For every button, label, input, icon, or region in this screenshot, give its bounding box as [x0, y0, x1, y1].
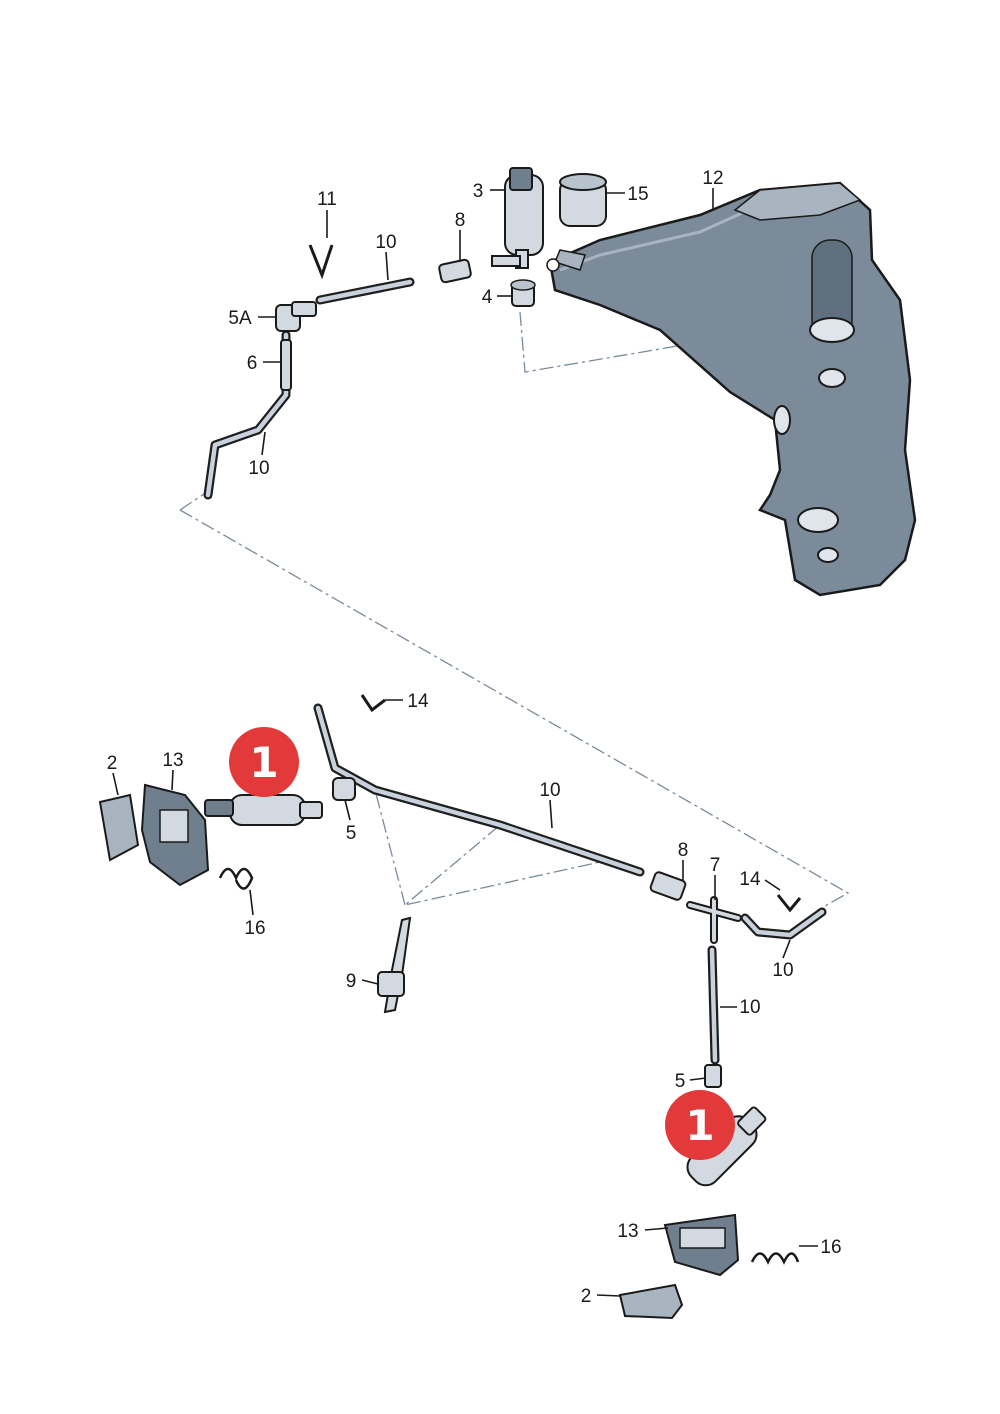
callout-label: 2 [107, 753, 118, 774]
washer-pump [491, 167, 544, 269]
lower-hose-line [313, 694, 827, 1065]
callout-label: 5 [346, 823, 357, 844]
callout-label: 11 [317, 189, 337, 210]
callout-label: 10 [739, 997, 760, 1018]
callout-label: 13 [617, 1221, 638, 1242]
callout-label: 15 [627, 184, 648, 205]
upper-hose-line [203, 244, 472, 500]
left-nozzle-assembly [98, 783, 323, 890]
callout-label: 3 [473, 181, 484, 202]
callout-label: 10 [539, 780, 560, 801]
callout-label: 10 [772, 960, 793, 981]
callout-label: 10 [248, 458, 269, 479]
reservoir-grommet [510, 279, 536, 307]
leader-lines [112, 188, 818, 1297]
callout-label: 13 [162, 750, 183, 771]
callout-label: 16 [244, 918, 265, 939]
badge-number: 1 [685, 1101, 714, 1150]
callout-label: 14 [407, 691, 429, 712]
callout-label: 2 [581, 1286, 592, 1307]
callout-label: 16 [820, 1237, 841, 1258]
callout-label: 4 [482, 287, 493, 308]
callout-label: 5A [228, 308, 252, 329]
badge-circle [665, 1090, 735, 1160]
hose-holder [377, 916, 412, 1014]
right-nozzle-assembly [618, 1064, 800, 1320]
callout-label: 8 [678, 840, 689, 861]
badge-circle [229, 727, 299, 797]
highlight-badge-right[interactable]: 1 [665, 1090, 735, 1160]
highlight-badge-left[interactable]: 1 [229, 727, 299, 797]
callout-label: 10 [375, 232, 396, 253]
callout-label: 5 [675, 1071, 686, 1092]
pump-grommet [559, 173, 607, 227]
callout-label: 14 [739, 869, 761, 890]
badge-number: 1 [249, 738, 278, 787]
callout-label: 9 [346, 971, 357, 992]
callout-labels: 11 10 8 3 15 12 5A 4 6 10 14 2 13 5 10 1… [107, 168, 842, 1307]
washer-fluid-reservoir [546, 181, 917, 597]
callout-label: 12 [702, 168, 723, 189]
callout-label: 6 [247, 353, 258, 374]
callout-label: 8 [455, 210, 466, 231]
callout-label: 7 [710, 855, 721, 876]
